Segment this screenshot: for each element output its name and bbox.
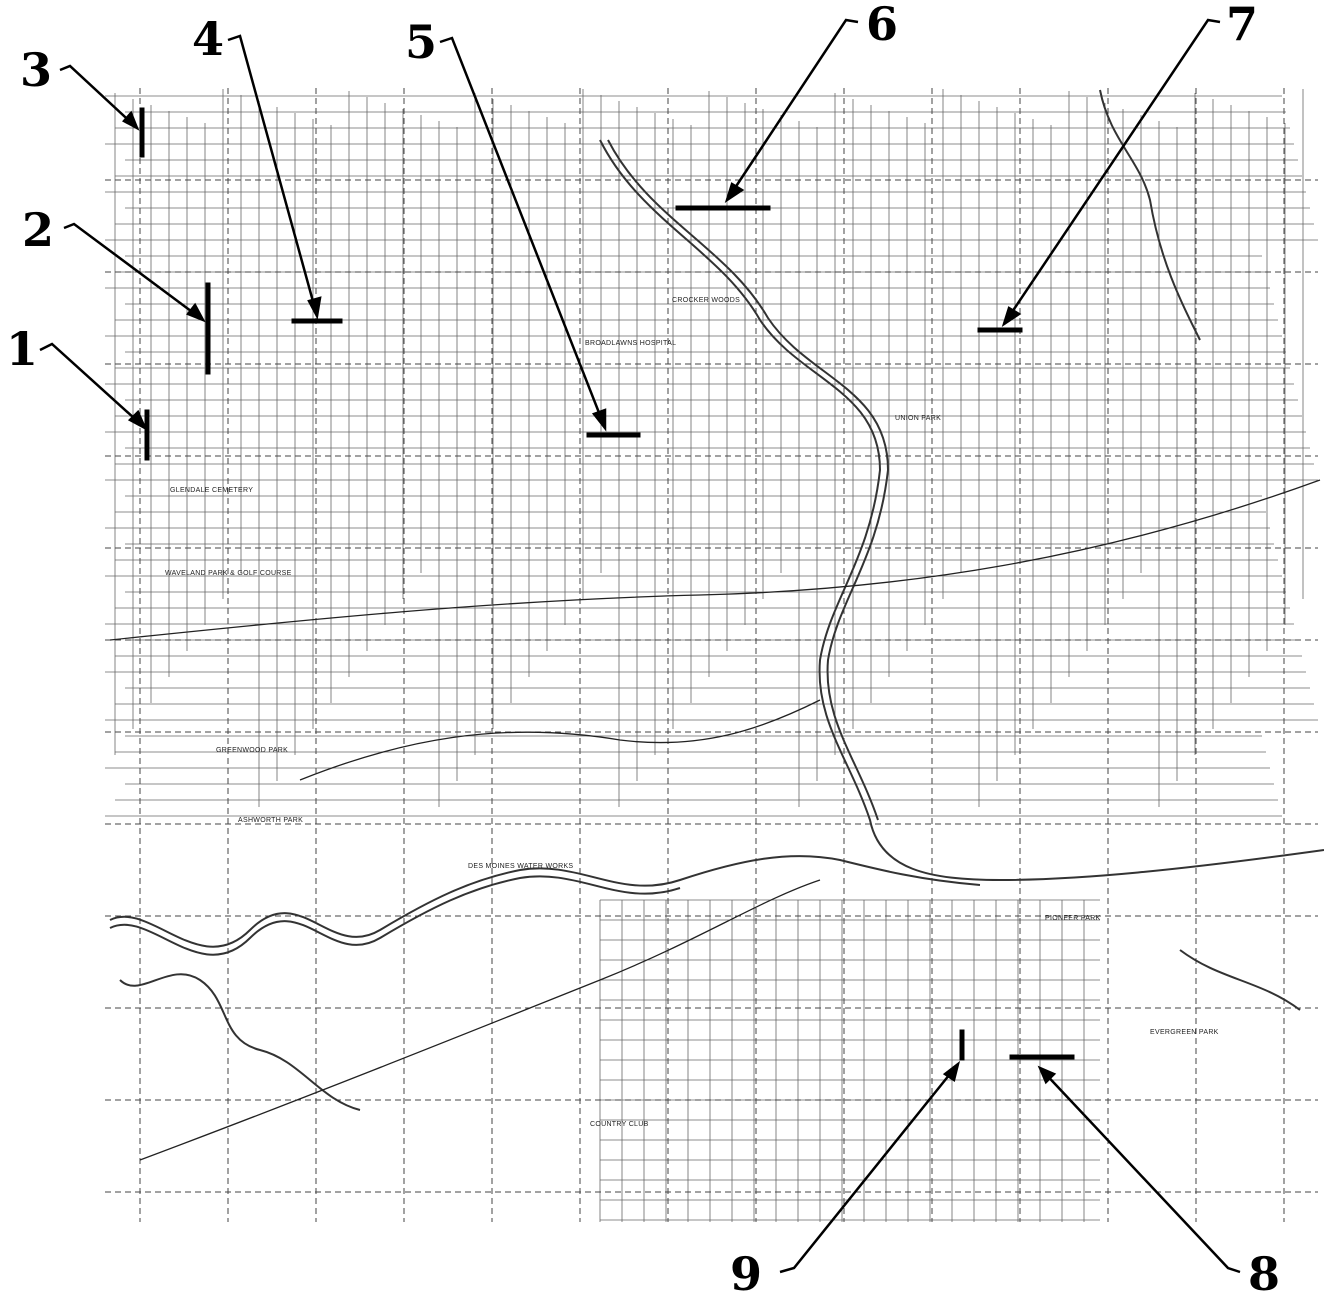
leader-7 — [1002, 18, 1221, 325]
place-label-evergreen-park: EVERGREEN PARK — [1150, 1029, 1219, 1036]
place-label-country-club: COUNTRY CLUB — [590, 1121, 649, 1128]
leader-3 — [59, 64, 138, 129]
callout-4: 4 — [192, 12, 224, 66]
rivers — [109, 89, 1324, 1111]
railroads — [109, 479, 1321, 1161]
raccoon-river — [109, 855, 981, 948]
leader-2 — [63, 222, 204, 322]
place-label-pioneer-park: PIONEER PARK — [1045, 915, 1101, 922]
highlighted-segments — [139, 107, 1075, 1061]
des-moines-river — [599, 139, 1324, 882]
leader-9 — [779, 1063, 959, 1274]
leader-5 — [439, 36, 607, 429]
leader-8 — [1039, 1067, 1241, 1274]
place-label-crocker-woods: CROCKER WOODS — [672, 297, 740, 304]
leader-6 — [725, 18, 859, 201]
creek-southeast — [1179, 949, 1301, 1011]
callout-5: 5 — [405, 15, 437, 69]
section-lines — [105, 88, 1318, 1222]
callout-2: 2 — [22, 203, 54, 257]
place-label-des-moines-water-works: DES MOINES WATER WORKS — [468, 863, 573, 870]
raccoon-river-bank — [109, 875, 681, 956]
place-label-glendale-cemetery: GLENDALE CEMETERY — [170, 487, 253, 494]
callout-9: 9 — [730, 1247, 762, 1298]
creek-west — [119, 973, 361, 1111]
place-label-ashworth-park: ASHWORTH PARK — [238, 817, 303, 824]
leader-4 — [227, 34, 319, 317]
place-label-greenwood-park: GREENWOOD PARK — [216, 747, 288, 754]
callout-7: 7 — [1226, 0, 1258, 51]
place-label-union-park: UNION PARK — [895, 415, 941, 422]
place-labels: GLENDALE CEMETERY WAVELAND PARK & GOLF C… — [165, 297, 1219, 1128]
place-label-broadlawns-hospital: BROADLAWNS HOSPITAL — [585, 340, 676, 347]
callout-8: 8 — [1248, 1247, 1280, 1298]
leader-1 — [39, 342, 146, 429]
callout-leaders — [39, 18, 1241, 1274]
callout-numbers: 1 2 3 4 5 6 7 8 9 — [6, 0, 1280, 1298]
des-moines-river-bank — [607, 139, 890, 821]
callout-6: 6 — [866, 0, 898, 51]
callout-3: 3 — [20, 43, 52, 97]
callout-1: 1 — [6, 322, 38, 376]
creek-north — [1099, 89, 1201, 341]
place-label-waveland-park: WAVELAND PARK & GOLF COURSE — [165, 570, 292, 577]
